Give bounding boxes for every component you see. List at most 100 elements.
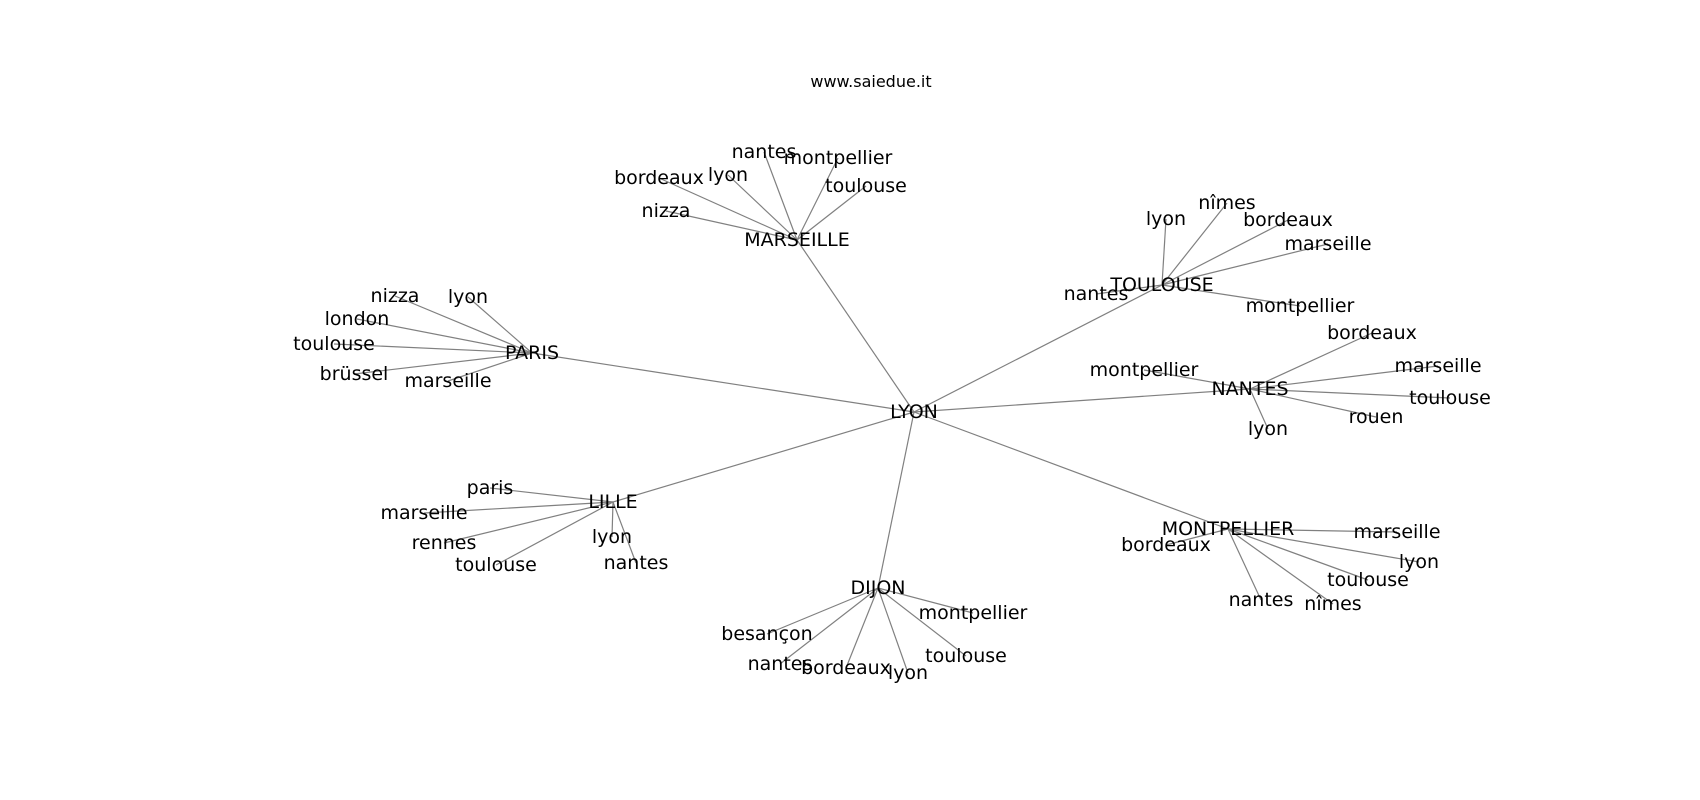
edge-nantes-leaf: [1249, 365, 1439, 390]
edge-dijon-leaf: [766, 587, 879, 635]
leaf-node-label: brüssel: [320, 363, 389, 385]
leaf-node-label: london: [325, 308, 390, 330]
leaf-node-label: bordeaux: [1327, 322, 1417, 344]
leaf-node-label: lyon: [1146, 208, 1186, 230]
edge-montpellier-leaf: [1227, 528, 1369, 581]
hub-node-label-marseille: MARSEILLE: [744, 229, 849, 251]
edge-lille-leaf: [489, 487, 614, 503]
leaf-node-label: lyon: [708, 164, 748, 186]
edge-dijon-leaf: [845, 587, 879, 669]
edge-marseille-leaf: [665, 210, 798, 241]
edge-marseille-leaf: [727, 174, 798, 241]
edge-center-toulouse: [913, 284, 1163, 413]
edge-lille-leaf: [495, 501, 614, 566]
edge-center-montpellier: [913, 411, 1229, 530]
leaf-node-label: lyon: [1399, 551, 1439, 573]
site-watermark: www.saiedue.it: [810, 72, 931, 91]
leaf-node-label: marseille: [380, 502, 467, 524]
leaf-node-label: rennes: [412, 532, 477, 554]
edge-dijon-leaf: [877, 587, 967, 657]
edge-toulouse-leaf: [1095, 284, 1163, 295]
leaf-node-label: nantes: [1229, 589, 1294, 611]
edge-nantes-leaf: [1249, 388, 1269, 430]
edge-nantes-leaf: [1249, 388, 1451, 399]
hub-node-label-nantes: NANTES: [1211, 378, 1288, 400]
edge-marseille-leaf: [796, 157, 839, 241]
edge-toulouse-leaf: [1161, 219, 1289, 286]
leaf-node-label: toulouse: [293, 333, 375, 355]
leaf-node-label: nîmes: [1304, 593, 1361, 615]
edge-lille-leaf: [443, 501, 614, 544]
hub-node-label-montpellier: MONTPELLIER: [1162, 518, 1295, 540]
hub-node-label-dijon: DIJON: [850, 577, 905, 599]
leaf-node-label: montpellier: [1090, 359, 1199, 381]
edge-dijon-leaf: [877, 587, 974, 614]
edge-nantes-leaf: [1143, 369, 1251, 390]
edge-marseille-leaf: [763, 151, 798, 241]
edge-toulouse-leaf: [1161, 218, 1167, 286]
leaf-node-label: paris: [467, 477, 514, 499]
edge-nantes-leaf: [1249, 388, 1377, 418]
leaf-node-label: bordeaux: [1243, 209, 1333, 231]
edge-center-dijon: [877, 411, 915, 589]
edge-lille-leaf: [611, 501, 614, 538]
edge-montpellier-leaf: [1227, 528, 1398, 533]
leaf-node-label: lyon: [1248, 418, 1288, 440]
leaf-node-label: nantes: [1064, 283, 1129, 305]
leaf-node-label: nantes: [732, 141, 797, 163]
leaf-node-label: toulouse: [825, 175, 907, 197]
edge-lille-leaf: [423, 501, 614, 514]
edge-paris-leaf: [394, 295, 533, 354]
edge-center-marseille: [796, 239, 915, 413]
leaf-node-label: toulouse: [1327, 569, 1409, 591]
edge-nantes-leaf: [1249, 332, 1373, 390]
leaf-node-label: bordeaux: [1121, 534, 1211, 556]
leaf-node-label: montpellier: [1246, 295, 1355, 317]
leaf-node-label: nantes: [604, 552, 669, 574]
edge-marseille-leaf: [658, 177, 798, 241]
leaf-node-label: nizza: [371, 285, 420, 307]
edge-toulouse-leaf: [1161, 284, 1301, 307]
hub-node-label-toulouse: TOULOUSE: [1109, 274, 1213, 296]
leaf-node-label: lyon: [888, 662, 928, 684]
leaf-node-label: marseille: [404, 370, 491, 392]
hub-node-label-paris: PARIS: [505, 342, 559, 364]
edge-center-paris: [531, 352, 915, 413]
leaf-node-label: rouen: [1349, 406, 1404, 428]
leaf-node-label: marseille: [1353, 521, 1440, 543]
edge-lille-leaf: [612, 501, 637, 564]
leaf-node-label: montpellier: [784, 147, 893, 169]
edge-toulouse-leaf: [1161, 202, 1228, 286]
edge-montpellier-leaf: [1227, 528, 1262, 601]
leaf-node-label: nîmes: [1198, 192, 1255, 214]
edge-center-lille: [612, 411, 915, 503]
leaf-node-label: nantes: [748, 653, 813, 675]
leaf-node-label: toulouse: [455, 554, 537, 576]
leaf-node-label: montpellier: [919, 602, 1028, 624]
leaf-node-label: bordeaux: [801, 657, 891, 679]
edge-montpellier-leaf: [1227, 528, 1334, 605]
hub-node-label-lille: LILLE: [588, 491, 637, 513]
leaf-node-label: bordeaux: [614, 167, 704, 189]
edge-dijon-leaf: [877, 587, 909, 674]
edge-dijon-leaf: [779, 587, 879, 665]
leaf-node-label: toulouse: [925, 645, 1007, 667]
graph-labels: LYONMARSEILLEnantesmontpelliertoulousebo…: [293, 141, 1491, 684]
edge-paris-leaf: [353, 352, 533, 375]
edge-paris-leaf: [447, 352, 533, 382]
leaf-node-label: nizza: [642, 200, 691, 222]
edge-paris-leaf: [333, 343, 533, 354]
edge-toulouse-leaf: [1161, 243, 1329, 286]
leaf-node-label: marseille: [1394, 355, 1481, 377]
leaf-node-label: besançon: [721, 623, 812, 645]
leaf-node-label: lyon: [592, 526, 632, 548]
edge-montpellier-leaf: [1165, 528, 1229, 546]
leaf-node-label: toulouse: [1409, 387, 1491, 409]
leaf-node-label: lyon: [448, 286, 488, 308]
edge-paris-leaf: [356, 318, 533, 354]
edge-marseille-leaf: [796, 185, 867, 241]
edge-paris-leaf: [467, 296, 533, 354]
center-node-label: LYON: [890, 401, 938, 423]
graph-edges: [333, 151, 1451, 674]
